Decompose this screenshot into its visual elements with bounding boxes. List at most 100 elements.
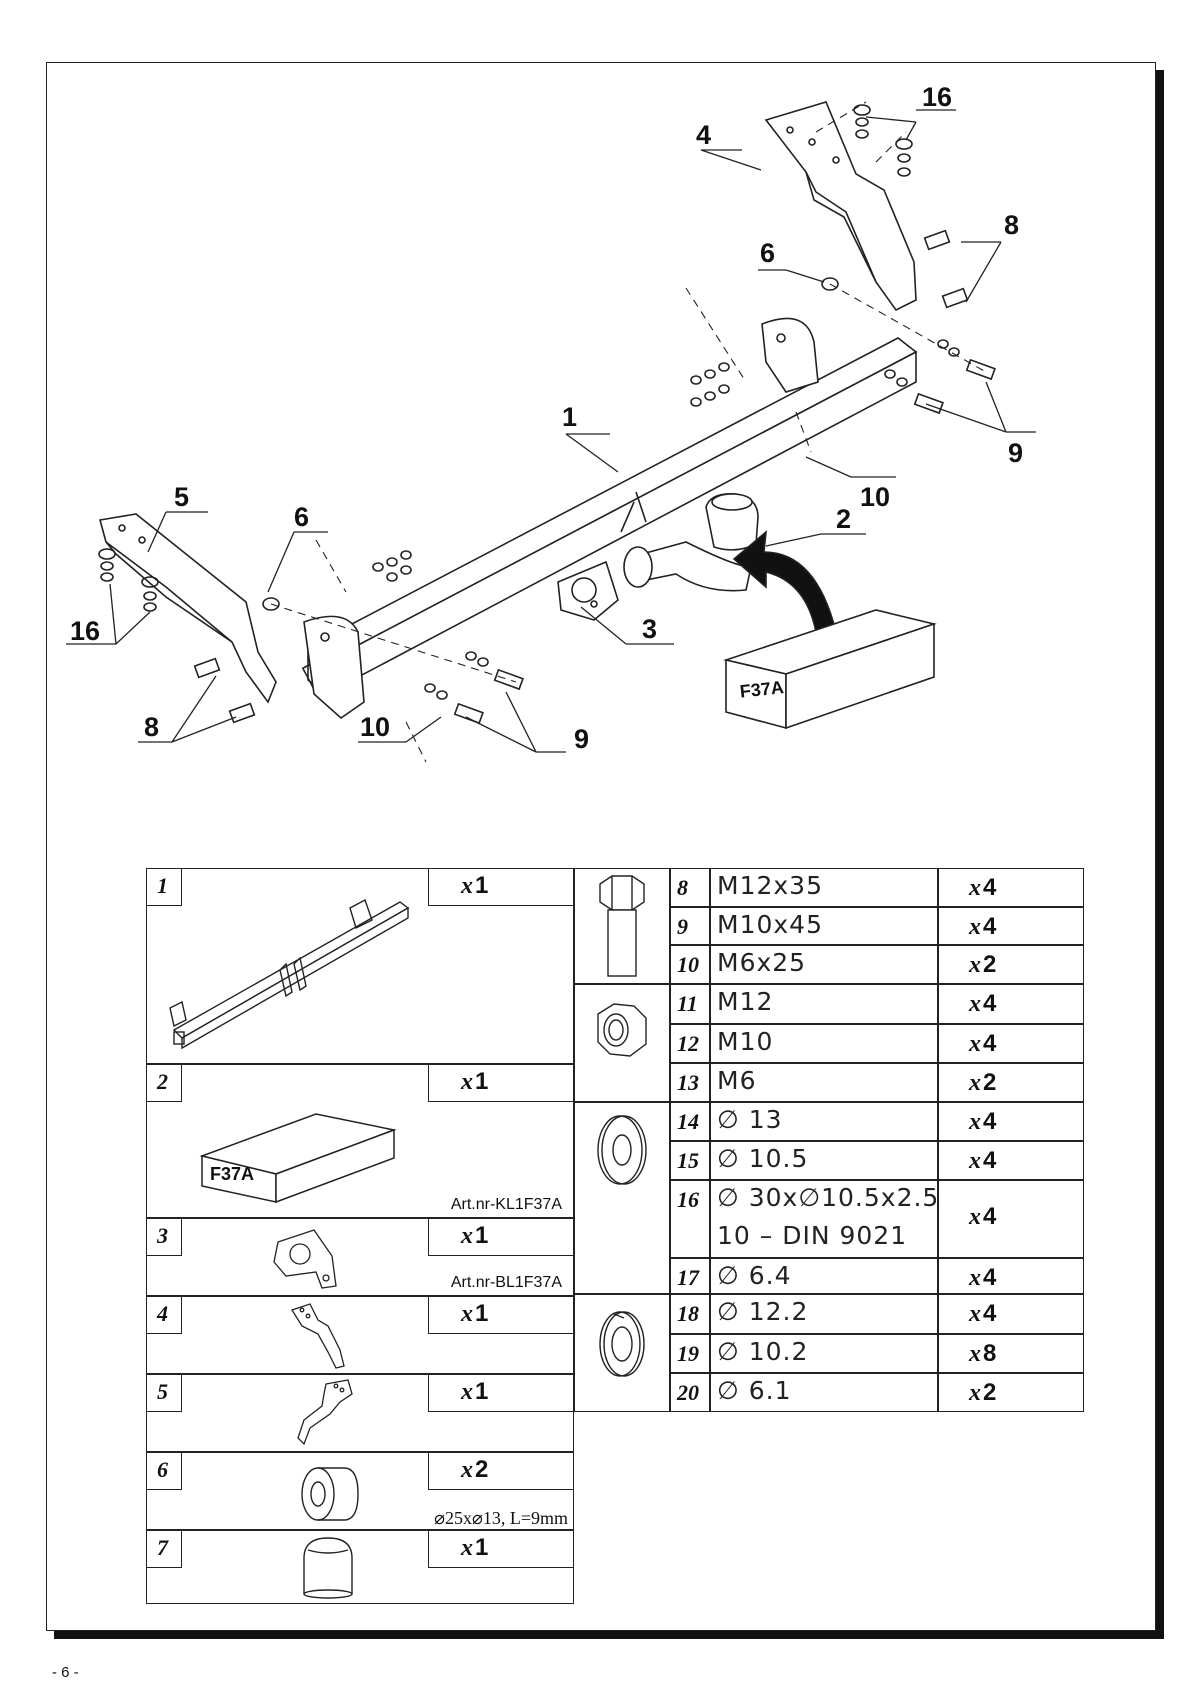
fastener-quantity: x8 [969,1340,997,1367]
fastener-spec: M6 [717,1066,757,1095]
fastener-number-cell: 10 [670,945,710,984]
callout-6: 6 [294,502,309,532]
fastener-number: 16 [677,1187,699,1212]
fastener-quantity-cell: x4 [938,868,1084,907]
fastener-number: 8 [677,875,688,900]
fastener-spec-cell: ∅ 6.1 [710,1373,938,1412]
frame-shadow [1156,70,1164,1637]
fastener-quantity: x4 [969,1147,997,1174]
fastener-spec: M12x35 [717,871,823,900]
callout-10: 10 [860,482,890,512]
fastener-spec-cell: ∅ 10.5 [710,1141,938,1180]
fastener-number: 18 [677,1301,699,1326]
socket-plate-icon [273,1229,337,1289]
fastener-number: 14 [677,1109,699,1134]
part-5-row [146,1374,574,1452]
spacer-ring-icon [301,1467,359,1521]
quantity-cell: x1 [428,1374,574,1412]
fastener-number: 13 [677,1070,699,1095]
callout-2: 2 [836,504,851,534]
fastener-number: 15 [677,1148,699,1173]
part-3-row [146,1218,574,1296]
left-mount-plate [303,615,365,720]
callout-9: 9 [1008,438,1023,468]
fastener-spec-cell: ∅ 10.2 [710,1334,938,1373]
hex-nut-icon [597,1003,647,1057]
bolt-icon [599,875,645,977]
fastener-spec: ∅ 10.2 [717,1337,809,1366]
article-number: Art.nr-BL1F37A [450,1274,562,1291]
spring-washer-icon [599,1311,645,1377]
exploded-assembly-drawing: 1 2 3 4 5 6 6 8 8 9 9 10 10 16 16 F37A [66,82,1036,763]
fastener-number-cell: 15 [670,1141,710,1180]
socket-plate [557,560,619,621]
part-number-cell: 6 [146,1452,182,1490]
bolts [193,229,996,725]
fastener-number: 12 [677,1031,699,1056]
quantity-cell: x1 [428,868,574,906]
fastener-number-cell: 20 [670,1373,710,1412]
fastener-spec: ∅ 13 [717,1105,783,1134]
fastener-quantity: x2 [969,951,997,978]
callout-1: 1 [562,402,577,432]
bracket-5 [98,513,277,704]
frame-shadow [54,1631,1164,1639]
callout-5: 5 [174,482,189,512]
fastener-spec: ∅ 6.1 [717,1376,792,1405]
fastener-quantity-cell: x4 [938,907,1084,945]
fastener-spec-cell: M10 [710,1024,938,1063]
part-number-cell: 5 [146,1374,182,1412]
center-lines [270,101,987,763]
fastener-number-cell: 19 [670,1334,710,1373]
callout-9: 9 [574,724,589,754]
fastener-quantity-cell: x2 [938,1063,1084,1102]
fastener-quantity-cell: x4 [938,1294,1084,1334]
fastener-spec: ∅ 10.5 [717,1144,809,1173]
quantity-cell: x1 [428,1064,574,1102]
box-label: F37A [210,1164,254,1184]
fastener-spec-cell: M12 [710,984,938,1024]
fastener-spec-standard: 10 – DIN 9021 [717,1221,908,1250]
fastener-quantity: x4 [969,1264,997,1291]
part-number-cell: 4 [146,1296,182,1334]
part-number-cell: 7 [146,1530,182,1568]
fastener-number: 17 [677,1265,699,1290]
fastener-number-cell: 11 [670,984,710,1024]
callout-3: 3 [642,614,657,644]
fastener-spec: M12 [717,987,774,1016]
fastener-number-cell: 14 [670,1102,710,1141]
leader-lines [66,109,1036,753]
bracket-5-icon [297,1379,353,1446]
fastener-quantity: x4 [969,874,997,901]
fastener-stack [98,104,960,700]
fastener-quantity: x4 [969,1300,997,1327]
fastener-quantity: x4 [969,1030,997,1057]
fastener-quantity-cell: x4 [938,1141,1084,1180]
crossbar-icon [169,898,410,1050]
fastener-quantity-cell: x4 [938,984,1084,1024]
quantity-cell: x1 [428,1218,574,1256]
fastener-quantity: x4 [969,1108,997,1135]
fastener-spec-cell: M10x45 [710,907,938,945]
callout-10: 10 [360,712,390,742]
towball-cap-icon [303,1537,353,1599]
fastener-quantity: x4 [969,1203,997,1230]
fastener-quantity: x4 [969,990,997,1017]
bracket-4 [764,101,917,312]
fastener-spec-cell: ∅ 6.4 [710,1258,938,1294]
dimension-note: ⌀25x⌀13, L=9mm [434,1508,568,1528]
part-4-row [146,1296,574,1374]
fastener-number: 20 [677,1380,699,1405]
article-number: Art.nr-KL1F37A [450,1196,562,1213]
fastener-number-cell: 9 [670,907,710,945]
fastener-quantity-cell: x4 [938,1024,1084,1063]
fastener-quantity-cell: x4 [938,1258,1084,1294]
quantity-cell: x2 [428,1452,574,1490]
fastener-quantity: x2 [969,1069,997,1096]
fastener-quantity-cell: x4 [938,1102,1084,1141]
part-7-row [146,1530,574,1604]
fastener-number-cell: 8 [670,868,710,907]
callout-16: 16 [70,616,100,646]
fastener-number-cell: 17 [670,1258,710,1294]
